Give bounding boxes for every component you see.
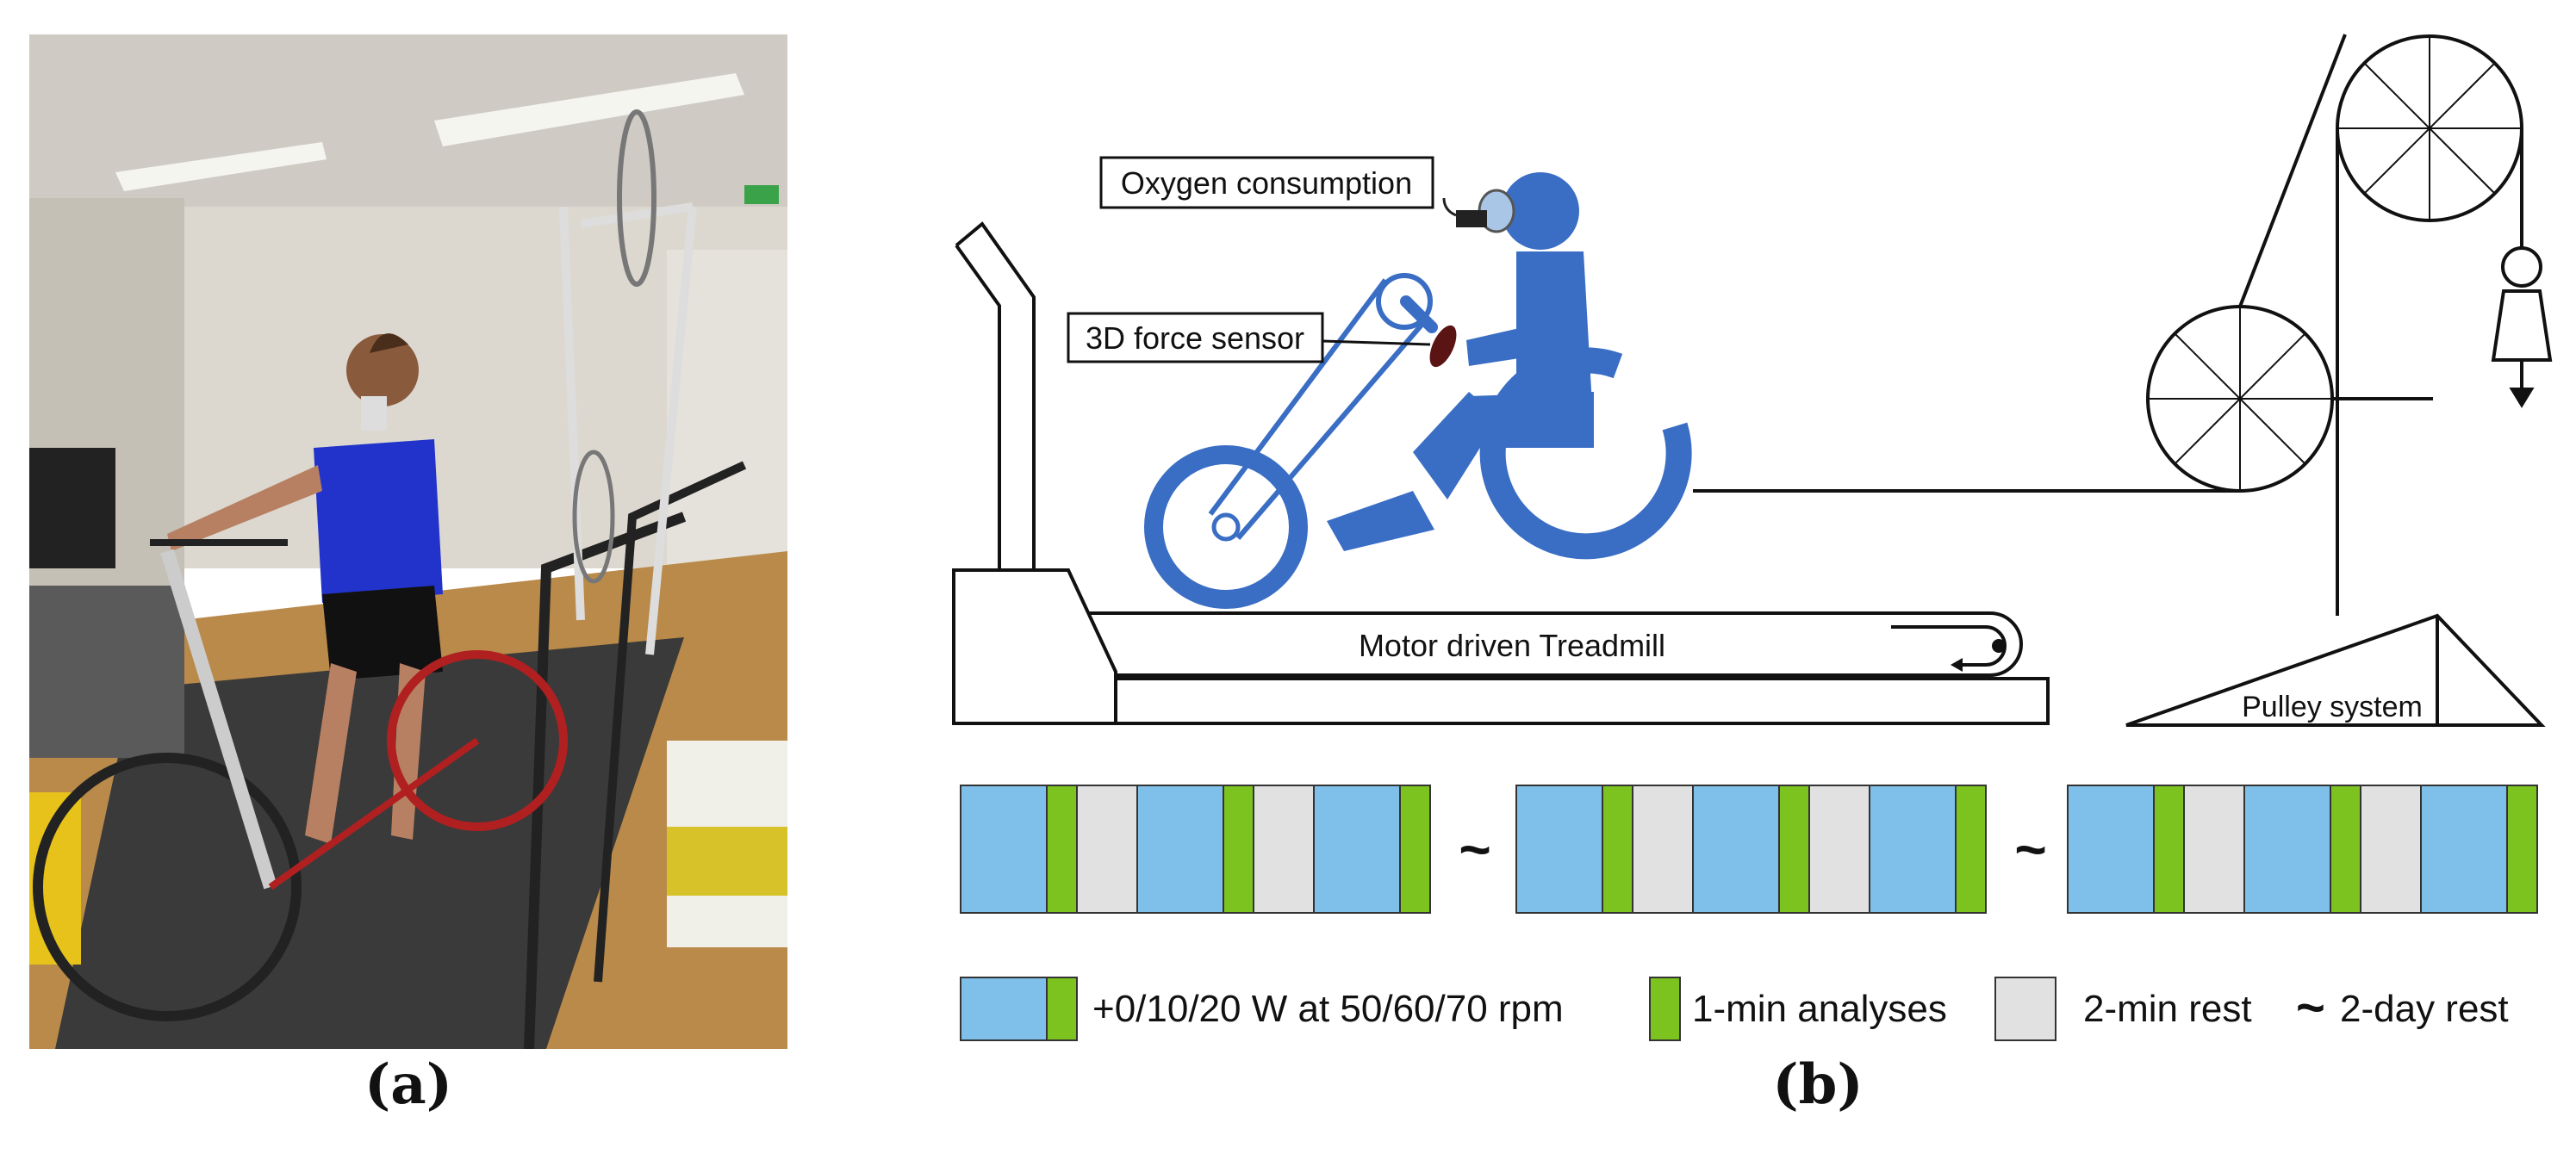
timeline-segment-exercise bbox=[2243, 785, 2331, 914]
timeline-segment-exercise bbox=[2420, 785, 2508, 914]
timeline-segment-rest bbox=[2183, 785, 2245, 914]
timeline-segment-exercise bbox=[1313, 785, 1401, 914]
timeline-segment-rest bbox=[1632, 785, 1694, 914]
legend-rest-label: 2-min rest bbox=[2083, 988, 2252, 1030]
timeline-segment-rest bbox=[1076, 785, 1138, 914]
timeline-segment-rest bbox=[1253, 785, 1315, 914]
protocol-timeline: ~~ bbox=[960, 785, 2538, 914]
legend-day-rest-symbol: ~ bbox=[2296, 980, 2325, 1036]
force-label: 3D force sensor bbox=[1086, 320, 1304, 356]
treadmill-label: Motor driven Treadmill bbox=[1359, 628, 1665, 663]
timeline-segment-exercise bbox=[1136, 785, 1224, 914]
timeline-segment-exercise bbox=[1692, 785, 1780, 914]
timeline-segment-exercise bbox=[1515, 785, 1603, 914]
timeline-segment-analysis bbox=[1223, 785, 1254, 914]
timeline-separator: ~ bbox=[2014, 818, 2046, 880]
timeline-segment-exercise bbox=[2067, 785, 2155, 914]
foot bbox=[1327, 491, 1434, 551]
belt-arrow-icon bbox=[1891, 625, 2007, 672]
oxygen-label: Oxygen consumption bbox=[1121, 165, 1412, 201]
timeline-segment-analysis bbox=[1046, 785, 1078, 914]
wheelchair-figure bbox=[1144, 172, 1692, 609]
pulley-system bbox=[1693, 34, 2546, 727]
legend-exercise-swatch bbox=[960, 977, 1078, 1041]
timeline-segment-rest bbox=[1808, 785, 1870, 914]
lab-photo bbox=[29, 34, 787, 1049]
torso bbox=[1516, 251, 1592, 413]
legend-exercise-label: +0/10/20 W at 50/60/70 rpm bbox=[1092, 988, 1564, 1030]
timeline-segment-analysis bbox=[2330, 785, 2361, 914]
crank-wheel bbox=[1376, 273, 1433, 330]
thigh bbox=[1456, 392, 1594, 448]
oxygen-callout: Oxygen consumption bbox=[1099, 156, 1434, 209]
arm bbox=[1466, 327, 1525, 366]
legend-rest-swatch bbox=[1994, 977, 2056, 1041]
legend-analysis-label: 1-min analyses bbox=[1692, 988, 1947, 1030]
timeline-segment-analysis bbox=[1778, 785, 1810, 914]
timeline-segment-exercise bbox=[1869, 785, 1957, 914]
timeline-separator: ~ bbox=[1459, 818, 1490, 880]
front-wheel bbox=[1144, 445, 1308, 609]
timeline-segment-analysis bbox=[2506, 785, 2538, 914]
timeline-segment-analysis bbox=[1955, 785, 1987, 914]
legend: +0/10/20 W at 50/60/70 rpm 1-min analyse… bbox=[960, 977, 2509, 1041]
force-callout: 3D force sensor bbox=[1067, 312, 1431, 363]
legend-day-rest-label: 2-day rest bbox=[2340, 988, 2509, 1030]
legend-analysis-swatch bbox=[1649, 977, 1681, 1041]
timeline-segment-analysis bbox=[2153, 785, 2185, 914]
head bbox=[1502, 172, 1579, 250]
force-sensor-icon bbox=[1429, 325, 1457, 368]
shin bbox=[1413, 392, 1499, 499]
timeline-segment-analysis bbox=[1602, 785, 1633, 914]
panel-label-a: (a) bbox=[364, 1052, 453, 1117]
pulley-label: Pulley system bbox=[2242, 691, 2423, 723]
oxygen-mask-icon bbox=[1442, 189, 1515, 233]
timeline-segment-exercise bbox=[960, 785, 1048, 914]
panel-label-b: (b) bbox=[1772, 1052, 1864, 1117]
treadmill bbox=[952, 221, 2050, 725]
timeline-segment-analysis bbox=[1399, 785, 1431, 914]
weight-icon bbox=[2491, 246, 2553, 408]
timeline-segment-rest bbox=[2360, 785, 2422, 914]
